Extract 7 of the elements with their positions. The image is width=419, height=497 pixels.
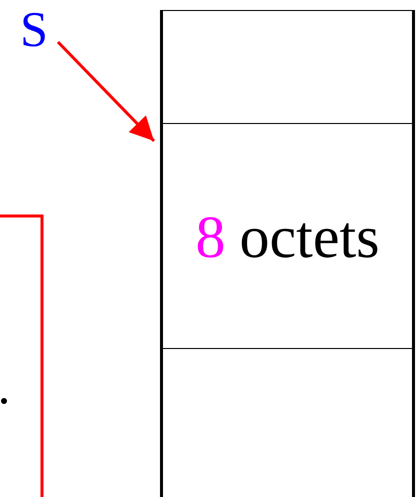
stack-cell — [160, 123, 415, 349]
pointer-label: S — [19, 4, 49, 54]
count-number: 8 — [196, 206, 226, 268]
stack-cell — [160, 10, 415, 124]
arrow — [56, 40, 156, 142]
unit-label: octets — [240, 206, 380, 268]
stack-cell — [160, 348, 415, 497]
